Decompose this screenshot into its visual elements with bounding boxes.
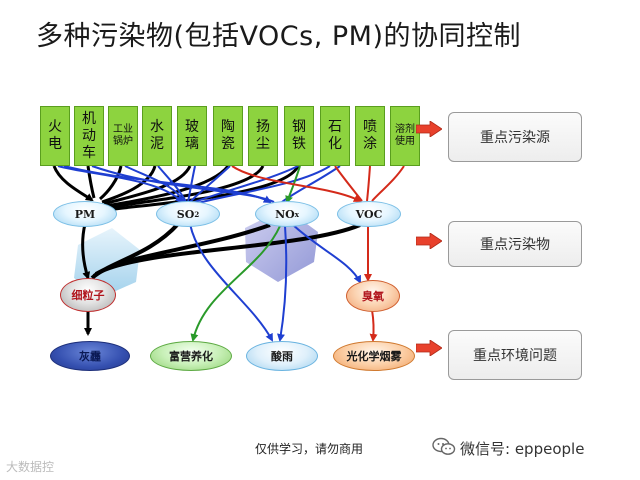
- acid-rain-node: 酸雨: [246, 341, 318, 371]
- pollutant-voc-label: VOC: [355, 207, 383, 221]
- wechat-id: 微信号: eppeople: [460, 440, 585, 458]
- source-steel: 钢铁: [284, 106, 314, 166]
- source-thermal-power: 火电: [40, 106, 70, 166]
- fine-particles-node: 细粒子: [60, 278, 116, 312]
- source-petrochemical: 石化: [320, 106, 350, 166]
- arrow-right-icon: [416, 340, 442, 356]
- page-title: 多种污染物(包括VOCs, PM)的协同控制: [36, 21, 521, 52]
- photochemical-smog-node: 光化学烟雾: [333, 341, 415, 371]
- key-pollutants-label: 重点污染物: [448, 221, 582, 267]
- pollutant-pm: PM: [53, 201, 117, 227]
- source-cement: 水泥: [142, 106, 172, 166]
- pollutant-nox-subscript: x: [294, 209, 299, 219]
- source-motor-vehicles: 机动车: [74, 106, 104, 166]
- eutrophication-node: 富营养化: [150, 341, 232, 371]
- arrow-right-icon: [416, 121, 442, 137]
- pollutant-so2-subscript: 2: [194, 209, 200, 219]
- source-spray-painting: 喷涂: [355, 106, 385, 166]
- source-glass: 玻璃: [177, 106, 207, 166]
- source-ceramics: 陶瓷: [213, 106, 243, 166]
- arrow-right-icon: [416, 233, 442, 249]
- pollutant-pm-label: PM: [74, 207, 96, 221]
- footer-note: 仅供学习，请勿商用: [255, 442, 364, 456]
- pollutant-nox-label: NO: [275, 207, 295, 221]
- source-industrial-boilers: 工业锅炉: [108, 106, 138, 166]
- source-solvent-use: 溶剂使用: [390, 106, 420, 166]
- ozone-node: 臭氧: [346, 280, 400, 312]
- source-dust: 扬尘: [248, 106, 278, 166]
- key-env-issues-label: 重点环境问题: [448, 330, 582, 380]
- key-sources-label: 重点污染源: [448, 112, 582, 162]
- pollutant-voc: VOC: [337, 201, 401, 227]
- watermark: 大数据控: [6, 460, 55, 474]
- haze-node: 灰霾: [50, 341, 130, 371]
- pollutant-so2-label: SO: [176, 207, 195, 221]
- wechat-icon: [432, 437, 456, 455]
